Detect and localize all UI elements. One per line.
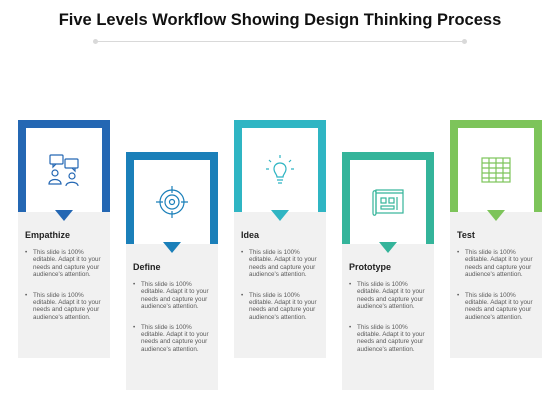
title-divider (93, 39, 467, 44)
stage-card (18, 212, 110, 358)
page-title: Five Levels Workflow Showing Design Thin… (58, 11, 502, 29)
stage-title: Test (457, 230, 475, 240)
stage-empathize: Empathize This slide is 100% editable. A… (18, 120, 110, 360)
stage-icon-box (126, 152, 218, 244)
stage-bullets: This slide is 100% editable. Adapt it to… (133, 281, 215, 366)
stage-title: Define (133, 262, 161, 272)
stage-define: Define This slide is 100% editable. Adap… (126, 152, 218, 392)
bullet-text: This slide is 100% editable. Adapt it to… (241, 292, 323, 322)
bullet-text: This slide is 100% editable. Adapt it to… (349, 281, 431, 311)
bullet-text: This slide is 100% editable. Adapt it to… (25, 249, 107, 279)
stage-title: Prototype (349, 262, 392, 272)
stage-icon-box (342, 152, 434, 244)
lightbulb-icon (266, 155, 294, 184)
stage-title: Empathize (25, 230, 71, 240)
stage-card (126, 244, 218, 390)
stage-idea: Idea This slide is 100% editable. Adapt … (234, 120, 326, 360)
stage-pointer (271, 210, 289, 221)
bullet-text: This slide is 100% editable. Adapt it to… (25, 292, 107, 322)
stage-bullets: This slide is 100% editable. Adapt it to… (241, 249, 323, 334)
bullet-text: This slide is 100% editable. Adapt it to… (133, 281, 215, 311)
stage-card (450, 212, 542, 358)
stage-icon-box (450, 120, 542, 212)
stage-title: Idea (241, 230, 260, 240)
stage-bullets: This slide is 100% editable. Adapt it to… (25, 249, 107, 334)
stage-pointer (55, 210, 73, 221)
stage-icon-box (18, 120, 110, 212)
bullet-text: This slide is 100% editable. Adapt it to… (241, 249, 323, 279)
stage-test: Test This slide is 100% editable. Adapt … (450, 120, 542, 360)
stage-card (342, 244, 434, 390)
bullet-text: This slide is 100% editable. Adapt it to… (133, 324, 215, 354)
bullet-text: This slide is 100% editable. Adapt it to… (457, 292, 539, 322)
people-chat-icon (48, 154, 79, 187)
spreadsheet-icon (481, 157, 511, 183)
stage-bullets: This slide is 100% editable. Adapt it to… (349, 281, 431, 366)
stage-card (234, 212, 326, 358)
stage-pointer (379, 242, 397, 253)
stage-bullets: This slide is 100% editable. Adapt it to… (457, 249, 539, 334)
stage-prototype: Prototype This slide is 100% editable. A… (342, 152, 434, 392)
bullet-text: This slide is 100% editable. Adapt it to… (457, 249, 539, 279)
blueprint-icon (372, 189, 404, 216)
bullet-text: This slide is 100% editable. Adapt it to… (349, 324, 431, 354)
stage-pointer (487, 210, 505, 221)
stage-icon-box (234, 120, 326, 212)
stage-pointer (163, 242, 181, 253)
target-icon (156, 186, 188, 218)
